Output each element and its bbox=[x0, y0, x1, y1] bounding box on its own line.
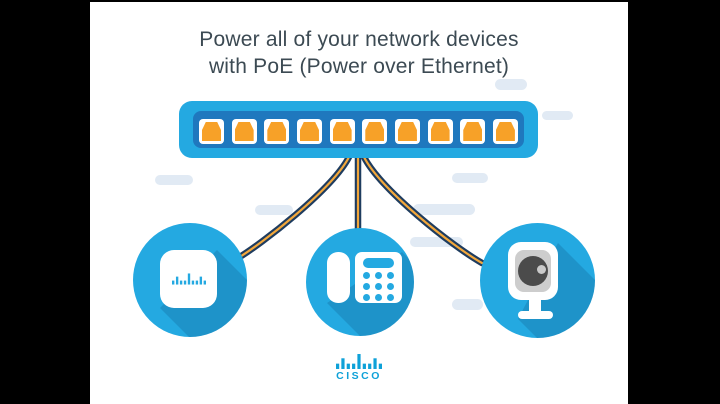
phone-body bbox=[355, 252, 402, 303]
rj45-ethernet-port-icon bbox=[329, 119, 355, 144]
cisco-logo: CISCO bbox=[90, 354, 628, 382]
rj45-ethernet-port-icon bbox=[264, 119, 290, 144]
decor-dash bbox=[495, 79, 527, 90]
cisco-bridge-glyph bbox=[336, 354, 382, 369]
rj45-ethernet-port-icon bbox=[394, 119, 420, 144]
letterbox-right bbox=[628, 0, 720, 404]
cisco-wordmark: CISCO bbox=[336, 370, 382, 382]
title-line-2: with PoE (Power over Ethernet) bbox=[208, 54, 510, 78]
rj45-ethernet-port-icon bbox=[199, 119, 224, 144]
camera-face bbox=[515, 250, 551, 292]
security-camera-icon bbox=[480, 223, 595, 338]
rj45-ethernet-port-icon bbox=[362, 119, 388, 144]
camera-lens bbox=[518, 256, 548, 286]
camera-stem bbox=[529, 298, 541, 314]
wireless-access-point-icon bbox=[133, 223, 247, 337]
rj45-ethernet-port-icon bbox=[460, 119, 486, 144]
camera-base bbox=[518, 311, 553, 319]
decor-dash bbox=[255, 205, 293, 215]
rj45-ethernet-port-icon bbox=[492, 119, 518, 144]
rj45-ethernet-port-icon bbox=[231, 119, 257, 144]
letterbox-top bbox=[0, 0, 720, 2]
rj45-ethernet-port-icon bbox=[296, 119, 322, 144]
letterbox-left bbox=[0, 0, 90, 404]
lens-highlight bbox=[537, 265, 546, 274]
ip-phone-icon bbox=[306, 228, 414, 336]
page-title: Power all of your network devices with P… bbox=[90, 27, 628, 80]
ethernet-cable-right bbox=[360, 153, 486, 267]
signal-bars-glyph bbox=[171, 273, 206, 285]
rj45-ethernet-port-icon bbox=[427, 119, 453, 144]
ethernet-cable-left bbox=[234, 153, 353, 262]
decor-dash bbox=[413, 204, 475, 215]
decor-dash bbox=[452, 299, 483, 310]
switch-port-row bbox=[193, 111, 524, 148]
decor-dash bbox=[155, 175, 193, 185]
decor-dash bbox=[452, 173, 488, 183]
camera-body bbox=[508, 242, 558, 300]
decor-dash bbox=[410, 237, 463, 247]
access-point-body bbox=[160, 250, 217, 308]
phone-screen bbox=[363, 258, 394, 268]
title-line-1: Power all of your network devices bbox=[199, 28, 519, 51]
phone-handset bbox=[327, 252, 350, 303]
decor-dash bbox=[542, 111, 573, 120]
phone-keypad bbox=[363, 272, 394, 301]
poe-switch-icon bbox=[179, 101, 538, 158]
